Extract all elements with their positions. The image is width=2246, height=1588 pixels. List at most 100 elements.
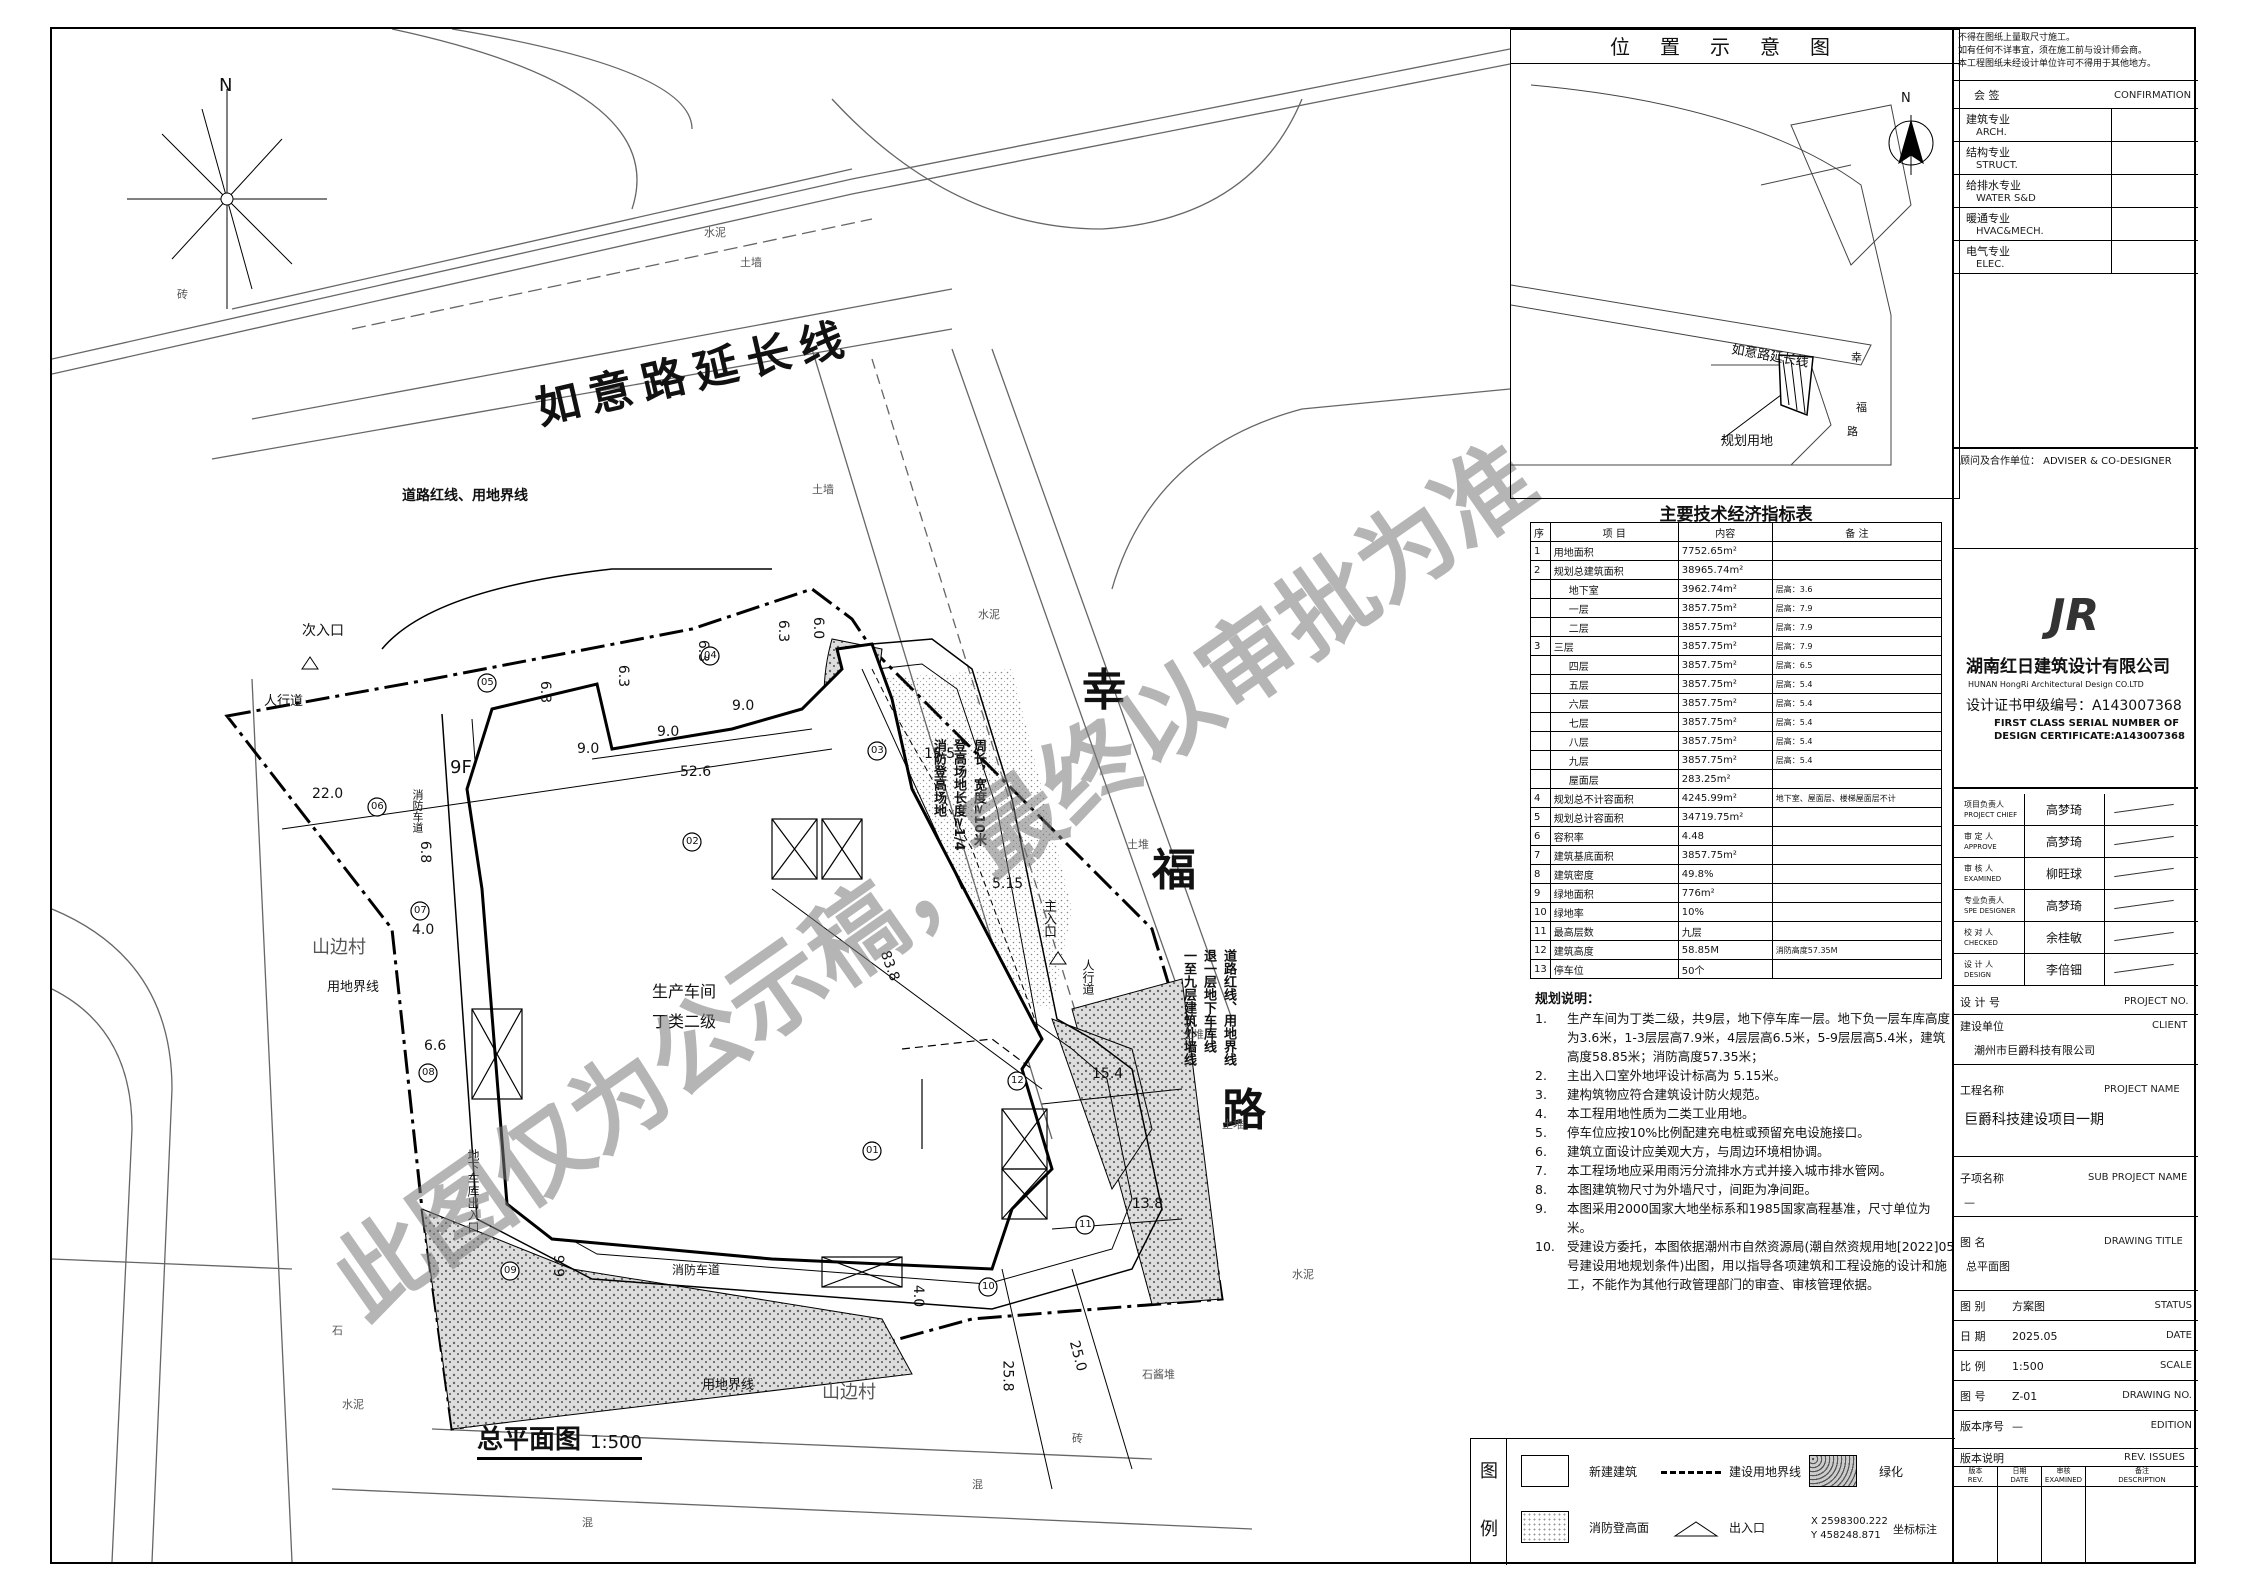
econ-cell xyxy=(1771,807,1943,827)
fire-lane-bottom-label: 消防车道 xyxy=(672,1263,721,1277)
note-number: 9. xyxy=(1535,1201,1547,1216)
signature xyxy=(2114,803,2174,814)
tb-ed-val: — xyxy=(2012,1420,2023,1433)
econ-cell: 9 xyxy=(1530,883,1551,903)
econ-cell xyxy=(1530,598,1551,618)
note-number: 2. xyxy=(1535,1068,1547,1083)
second-entry-label: 次入口 xyxy=(302,623,344,639)
notes-title: 规划说明： xyxy=(1535,992,1601,1007)
tb-staff-name: 余桂敏 xyxy=(2046,931,2083,945)
tb-discipline-cn: 电气专业 xyxy=(1966,245,2010,258)
tb-staff-role-cn: 审 定 人 xyxy=(1964,832,1994,841)
location-lu: 路 xyxy=(1847,425,1858,438)
note-text: 建筑立面设计应美观大方，与周边环境相协调。 xyxy=(1567,1144,1830,1159)
econ-cell xyxy=(1771,769,1943,789)
tb-rev-col-en: EXAMINED xyxy=(2044,1476,2083,1484)
plan-title: 总平面图 1:500 xyxy=(477,1427,642,1460)
tb-notice: 不得在图纸上量取尺寸施工。 如有任何不详事宜，须在施工前与设计师会商。 本工程图… xyxy=(1954,29,2198,81)
legend-new-building: 新建建筑 xyxy=(1589,1465,1638,1479)
tb-scale-cn: 比 例 xyxy=(1960,1360,1986,1373)
note-text: 本工程场地应采用雨污分流排水方式并接入城市排水管网。 xyxy=(1567,1163,1893,1178)
tb-dtitle-en: DRAWING TITLE xyxy=(2104,1236,2183,1247)
road-xingfu-label-1: 幸 xyxy=(1082,665,1136,716)
point-03: 03 xyxy=(871,745,884,756)
dim-15-5: 15.5 xyxy=(924,746,956,762)
econ-cell xyxy=(1530,617,1551,637)
red-line-label: 道路红线、用地界线 xyxy=(402,488,528,504)
underground-entry-label: 地下车库出入口 xyxy=(466,1149,480,1233)
econ-cell: 3857.75m² xyxy=(1677,655,1773,675)
point-07: 07 xyxy=(414,905,427,916)
econ-cell: 层高：5.4 xyxy=(1771,750,1943,770)
point-06: 06 xyxy=(371,801,384,812)
econ-cell: 建筑基底面积 xyxy=(1549,845,1679,865)
note-text: 受建设方委托，本图依据潮州市自然资源局(潮自然资规用地[2022]05号建设用地… xyxy=(1567,1239,1955,1292)
legend-fire-area-swatch xyxy=(1521,1511,1569,1543)
econ-cell: 49.8% xyxy=(1677,864,1773,884)
legend-coord-y: Y 458248.871 xyxy=(1811,1530,1881,1541)
tb-status-cn: 图 别 xyxy=(1960,1300,1986,1313)
tb-rev-col-cn: 日期 xyxy=(2012,1467,2027,1475)
note-number: 4. xyxy=(1535,1106,1547,1121)
tb-project-name: 巨爵科技建设项目一期 xyxy=(1964,1112,2104,1128)
econ-cell xyxy=(1771,826,1943,846)
econ-cell: 九层 xyxy=(1677,921,1773,941)
tb-meta-row-ed: 版本序号—EDITION xyxy=(1954,1411,2198,1449)
econ-cell: 停车位 xyxy=(1549,959,1679,979)
econ-cell xyxy=(1530,655,1551,675)
econ-cell: 绿地面积 xyxy=(1549,883,1679,903)
dim-4-0-b: 4.0 xyxy=(910,1284,927,1308)
econ-cell xyxy=(1771,864,1943,884)
econ-cell: 五层 xyxy=(1549,674,1679,694)
legend-title-cell: 图 例 xyxy=(1471,1439,1507,1565)
econ-header: 内容 xyxy=(1677,522,1773,542)
econ-cell xyxy=(1771,902,1943,922)
tb-rev-body xyxy=(1954,1487,2198,1562)
dim-22: 22.0 xyxy=(312,786,344,802)
tb-scale-en: SCALE xyxy=(2159,1360,2192,1371)
tb-rev-col-cn: 备注 xyxy=(2135,1467,2149,1475)
econ-cell: 3857.75m² xyxy=(1677,712,1773,732)
sidewalk-right-label: 人行道 xyxy=(1081,959,1095,995)
soil-label-3: 土堆 xyxy=(1127,838,1149,851)
note-number: 10. xyxy=(1535,1239,1555,1254)
legend-title-1: 图 xyxy=(1480,1461,1498,1482)
tb-dtitle-val: 总平面图 xyxy=(1966,1260,2010,1273)
tb-rev-col-cn: 版本 xyxy=(1968,1467,1983,1475)
dim-9-c: 9.0 xyxy=(732,698,755,714)
tb-staff-role-en: SPE DESIGNER xyxy=(1964,907,2016,915)
tb-staff-role-en: EXAMINED xyxy=(1964,875,2002,883)
econ-cell xyxy=(1771,959,1943,979)
tb-project-en: PROJECT NAME xyxy=(2104,1084,2180,1095)
point-04: 04 xyxy=(704,650,717,661)
econ-cell: 规划总计容面积 xyxy=(1549,807,1679,827)
soil-label-4: 土堆 xyxy=(1182,1028,1204,1041)
tb-client-en: CLIENT xyxy=(2152,1020,2188,1031)
tb-adviser: 顾问及合作单位： ADVISER & CO-DESIGNER xyxy=(1954,449,2198,549)
econ-cell: 3857.75m² xyxy=(1677,617,1773,637)
econ-cell: 3857.75m² xyxy=(1677,674,1773,694)
north-arrow xyxy=(127,89,327,309)
building-class: 丁类二级 xyxy=(652,1012,717,1031)
tb-blank xyxy=(1954,274,2198,449)
tb-discipline-en: ELEC. xyxy=(1976,259,2005,270)
point-11: 11 xyxy=(1079,1219,1092,1230)
setback-label-1: 道路红线、用地界线 xyxy=(1221,949,1236,1066)
econ-cell xyxy=(1771,845,1943,865)
fire-area-label-3: 周长，宽度≥10米 xyxy=(971,739,986,846)
tb-discipline-en: STRUCT. xyxy=(1976,160,2018,171)
econ-cell: 283.25m² xyxy=(1677,769,1773,789)
tb-staff-role-cn: 校 对 人 xyxy=(1964,928,1994,937)
